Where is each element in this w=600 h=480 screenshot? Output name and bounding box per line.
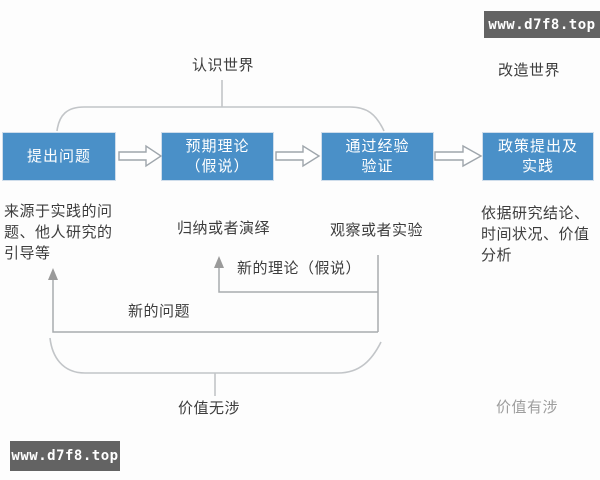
new-theory-line	[218, 260, 378, 293]
new-problem-arrowhead	[48, 268, 58, 280]
note-expected-theory: 归纳或者演绎	[177, 220, 271, 237]
new-problem-line	[52, 272, 378, 333]
top-bracket	[56, 106, 385, 132]
new-theory-arrowhead	[214, 256, 224, 268]
box-raise-question: 提出问题	[3, 133, 115, 180]
label-value-free: 价值无涉	[178, 400, 241, 417]
watermark-top: www.d7f8.top	[484, 11, 600, 38]
note-policy-practice: 依据研究结论、 时间状况、价值 分析	[481, 205, 590, 264]
box-expected-theory: 预期理论 （假说）	[162, 133, 273, 180]
flow-arrow-2	[275, 144, 321, 168]
bottom-bracket	[49, 337, 382, 374]
label-transform-world: 改造世界	[498, 62, 561, 79]
label-understand-world: 认识世界	[192, 57, 255, 74]
label-new-problem: 新的问题	[128, 303, 191, 320]
label-new-theory: 新的理论（假说）	[237, 260, 362, 277]
note-raise-question: 来源于实践的问 题、他人研究的 引导等	[4, 203, 113, 262]
box-empirical-verify: 通过经验 验证	[322, 133, 433, 180]
label-value-laden: 价值有涉	[496, 399, 559, 416]
flow-arrow-1	[118, 144, 163, 168]
watermark-bottom: www.d7f8.top	[10, 441, 120, 471]
box-policy-practice: 政策提出及 实践	[483, 133, 593, 180]
note-empirical-verify: 观察或者实验	[330, 222, 424, 239]
flow-arrow-3	[434, 144, 483, 168]
